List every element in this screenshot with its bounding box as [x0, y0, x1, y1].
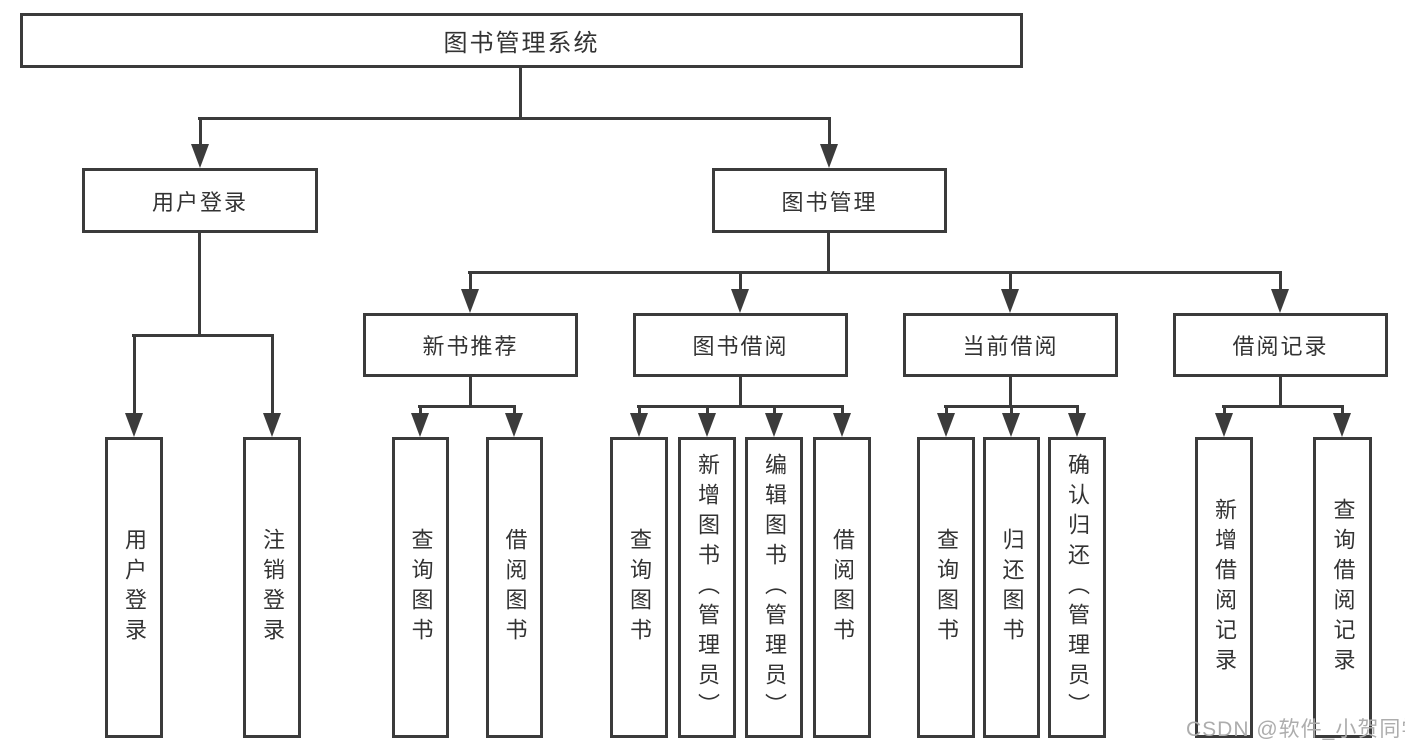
node-root-label: 图书管理系统	[443, 30, 600, 57]
arrow-down-icon	[263, 413, 281, 437]
connector-new-book-recommend-feed	[469, 375, 472, 407]
connector-stem-leaf	[1341, 405, 1344, 415]
connector-stem-leaf	[706, 405, 709, 415]
node-leaf-borrow-borrow-book: 借阅图书	[813, 437, 871, 738]
node-leaf-borrow-add-book-label: 新增图书（管理员）	[695, 452, 720, 723]
node-current-borrow: 当前借阅	[903, 313, 1118, 377]
node-current-borrow-label: 当前借阅	[962, 334, 1059, 359]
arrow-down-icon	[698, 413, 716, 437]
node-leaf-logout-label: 注销登录	[260, 527, 285, 648]
node-leaf-recommend-borrow-book-label: 借阅图书	[502, 527, 528, 648]
connector-root-feed	[519, 66, 522, 119]
node-leaf-borrow-borrow-book-label: 借阅图书	[830, 527, 855, 648]
connector-level2-bar	[198, 117, 830, 120]
connector-stem-leaf	[1223, 405, 1226, 415]
connector-stem-leaf	[945, 405, 948, 415]
node-leaf-logout: 注销登录	[243, 437, 301, 738]
node-leaf-borrow-edit-book-label: 编辑图书（管理员）	[762, 452, 787, 723]
connector-stem-leaf	[773, 405, 776, 415]
connector-stem-leaf	[419, 405, 422, 415]
arrow-down-icon	[630, 413, 648, 437]
connector-stem-logout	[271, 334, 274, 415]
connector-stem-leaf	[1010, 405, 1013, 415]
node-leaf-recommend-borrow-book: 借阅图书	[486, 437, 543, 738]
node-book-management-label: 图书管理	[781, 189, 878, 215]
connector-stem-leaf	[841, 405, 844, 415]
node-leaf-recommend-query-book-label: 查询图书	[408, 527, 434, 648]
node-leaf-record-add: 新增借阅记录	[1195, 437, 1253, 738]
arrow-down-icon	[191, 144, 209, 168]
arrow-down-icon	[1002, 413, 1020, 437]
connector-borrow-record-feed	[1279, 375, 1282, 407]
arrow-down-icon	[411, 413, 429, 437]
connector-stem-borrow-record	[1279, 271, 1282, 291]
node-leaf-current-query-book-label: 查询图书	[934, 527, 959, 648]
csdn-watermark: CSDN @软件_小贺同学	[1186, 718, 1405, 741]
connector-new-book-recommend-bar	[418, 405, 516, 408]
arrow-down-icon	[765, 413, 783, 437]
connector-stem-book-management	[828, 117, 831, 146]
node-leaf-recommend-query-book: 查询图书	[392, 437, 449, 738]
arrow-down-icon	[125, 413, 143, 437]
arrow-down-icon	[505, 413, 523, 437]
connector-book-borrow-bar	[637, 405, 844, 408]
arrow-down-icon	[731, 289, 749, 313]
node-leaf-current-query-book: 查询图书	[917, 437, 975, 738]
connector-stem-book-borrow	[739, 271, 742, 291]
node-leaf-current-return-book-label: 归还图书	[999, 527, 1025, 648]
connector-stem-leaf	[513, 405, 516, 415]
node-book-borrow-label: 图书借阅	[692, 334, 789, 359]
node-leaf-record-add-label: 新增借阅记录	[1212, 497, 1237, 678]
connector-stem-leaf	[1076, 405, 1079, 415]
node-leaf-login: 用户登录	[105, 437, 163, 738]
connector-book-management-feed	[827, 231, 830, 273]
arrow-down-icon	[1215, 413, 1233, 437]
connector-user-login-feed	[198, 231, 201, 336]
arrow-down-icon	[937, 413, 955, 437]
node-new-book-recommend: 新书推荐	[363, 313, 578, 377]
node-book-management: 图书管理	[712, 168, 947, 233]
arrow-down-icon	[820, 144, 838, 168]
connector-stem-new-book-recommend	[469, 271, 472, 291]
connector-level3-bar	[468, 271, 1282, 274]
node-user-login: 用户登录	[82, 168, 318, 233]
node-leaf-record-query-label: 查询借阅记录	[1330, 497, 1356, 678]
node-root: 图书管理系统	[20, 13, 1023, 68]
connector-book-borrow-feed	[739, 375, 742, 407]
connector-user-login-bar	[132, 334, 274, 337]
node-user-login-label: 用户登录	[151, 189, 248, 215]
node-book-borrow: 图书借阅	[633, 313, 848, 377]
arrow-down-icon	[1068, 413, 1086, 437]
connector-stem-user-login	[199, 117, 202, 146]
connector-stem-leaf	[638, 405, 641, 415]
arrow-down-icon	[833, 413, 851, 437]
arrow-down-icon	[461, 289, 479, 313]
node-leaf-login-label: 用户登录	[122, 527, 147, 648]
node-leaf-borrow-edit-book: 编辑图书（管理员）	[745, 437, 803, 738]
node-leaf-current-return-book: 归还图书	[983, 437, 1040, 738]
node-leaf-current-confirm-return: 确认归还（管理员）	[1048, 437, 1106, 738]
node-leaf-borrow-add-book: 新增图书（管理员）	[678, 437, 736, 738]
connector-stem-current-borrow	[1009, 271, 1012, 291]
connector-stem-login	[133, 334, 136, 415]
arrow-down-icon	[1001, 289, 1019, 313]
connector-borrow-record-bar	[1222, 405, 1344, 408]
node-leaf-current-confirm-return-label: 确认归还（管理员）	[1065, 452, 1090, 723]
node-new-book-recommend-label: 新书推荐	[422, 334, 519, 359]
node-leaf-borrow-query-book-label: 查询图书	[627, 527, 652, 648]
arrow-down-icon	[1333, 413, 1351, 437]
arrow-down-icon	[1271, 289, 1289, 313]
node-leaf-borrow-query-book: 查询图书	[610, 437, 668, 738]
connector-current-borrow-feed	[1009, 375, 1012, 407]
node-borrow-record-label: 借阅记录	[1232, 334, 1329, 359]
node-leaf-record-query: 查询借阅记录	[1313, 437, 1372, 738]
node-borrow-record: 借阅记录	[1173, 313, 1388, 377]
